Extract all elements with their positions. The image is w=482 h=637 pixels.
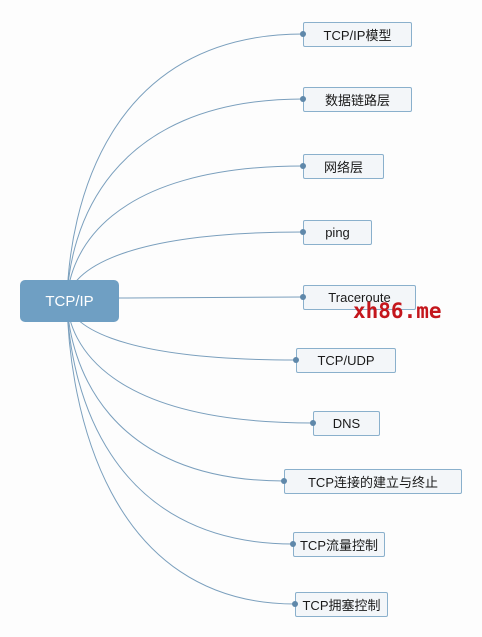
branch-node-label: TCP流量控制 — [299, 538, 378, 553]
connector-line — [66, 33, 304, 302]
connector-dot — [310, 420, 316, 426]
branch-node-tcp-connection[interactable]: TCP连接的建立与终止 — [284, 469, 462, 494]
branch-node-traceroute[interactable]: Traceroute — [303, 285, 416, 310]
branch-node-ping[interactable]: ping — [303, 220, 372, 245]
branch-node-label: TCP/IP模型 — [323, 28, 392, 43]
connector-dot — [290, 541, 296, 547]
branch-node-tcp-udp[interactable]: TCP/UDP — [296, 348, 396, 373]
branch-node-label: Traceroute — [328, 290, 391, 305]
connector-dot — [281, 478, 287, 484]
branch-node-label: TCP连接的建立与终止 — [307, 475, 438, 490]
branch-node-data-link-layer[interactable]: 数据链路层 — [303, 87, 412, 112]
connector-line — [66, 300, 296, 605]
connector-dot — [300, 31, 306, 37]
branch-node-label: ping — [325, 225, 350, 240]
branch-node-label: 网络层 — [323, 160, 363, 175]
branch-node-label: TCP拥塞控制 — [302, 598, 381, 613]
connector-dot — [300, 96, 306, 102]
branch-node-tcp-flow-control[interactable]: TCP流量控制 — [293, 532, 385, 557]
connector-line — [66, 300, 294, 545]
branch-node-label: 数据链路层 — [324, 93, 390, 108]
branch-node-network-layer[interactable]: 网络层 — [303, 154, 384, 179]
root-node-label: TCP/IP — [45, 292, 94, 310]
branch-node-dns[interactable]: DNS — [313, 411, 380, 436]
connector-dot — [300, 229, 306, 235]
connector-dot — [293, 357, 299, 363]
connector-line — [66, 300, 285, 482]
branch-node-tcp-congestion-control[interactable]: TCP拥塞控制 — [295, 592, 388, 617]
connector-line — [116, 296, 304, 299]
connector-dot — [300, 163, 306, 169]
connector-dot — [300, 294, 306, 300]
root-node[interactable]: TCP/IP — [20, 280, 119, 322]
connector-dot — [292, 601, 298, 607]
watermark-logo: xh86.me — [353, 299, 442, 323]
branch-node-tcpip-model[interactable]: TCP/IP模型 — [303, 22, 412, 47]
branch-node-label: DNS — [332, 416, 361, 431]
connector-line — [66, 98, 304, 302]
branch-node-label: TCP/UDP — [317, 353, 375, 368]
